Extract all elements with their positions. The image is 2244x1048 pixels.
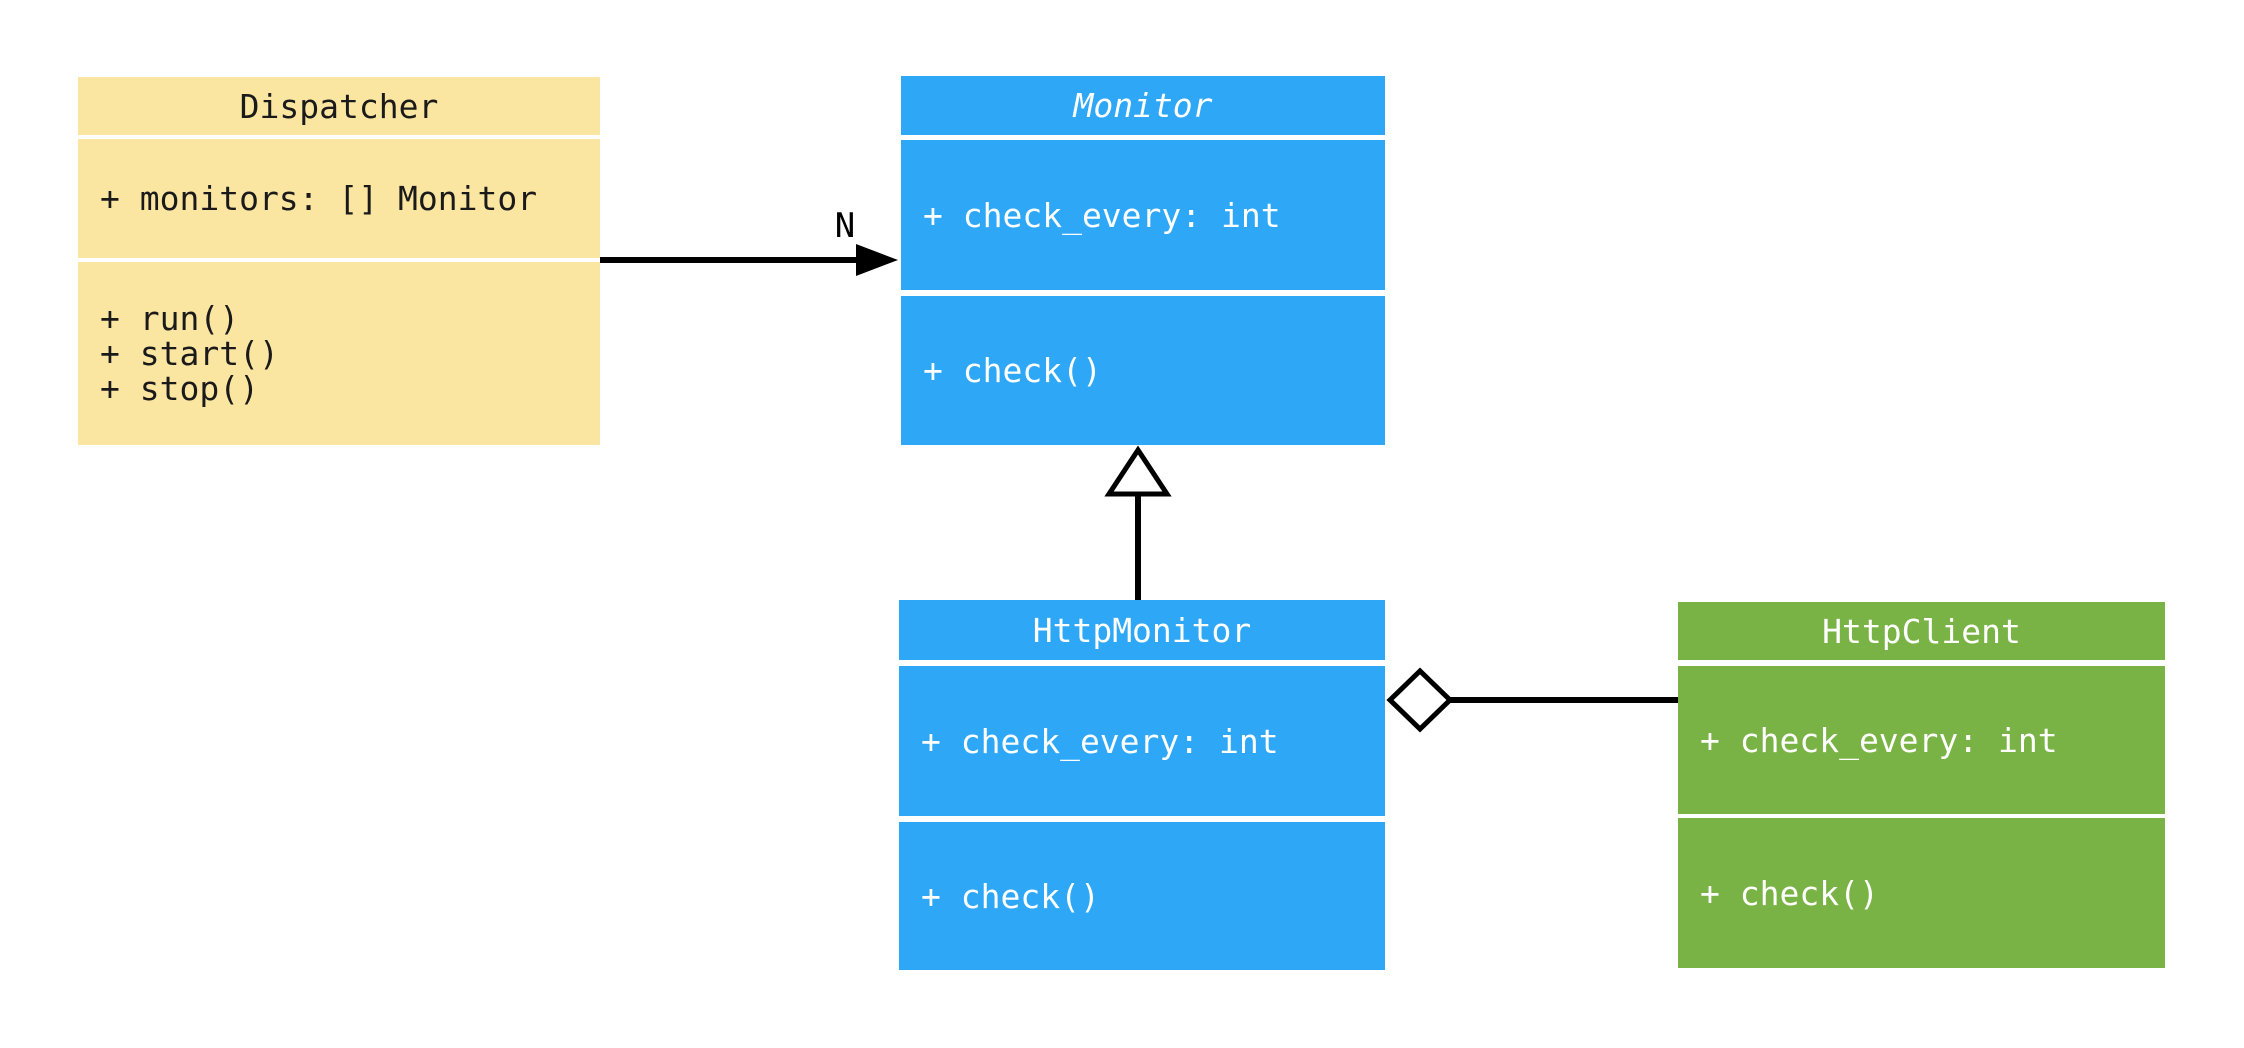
class-httpmonitor-attributes: + check_every: int bbox=[899, 666, 1385, 816]
class-dispatcher: Dispatcher + monitors: [] Monitor + run(… bbox=[78, 77, 600, 445]
class-httpclient: HttpClient + check_every: int + check() bbox=[1678, 602, 2165, 968]
aggregation-connector bbox=[1386, 667, 1678, 733]
attribute-line: + check_every: int bbox=[923, 195, 1281, 235]
method-line: + run() bbox=[100, 299, 240, 338]
inheritance-connector bbox=[1104, 445, 1172, 600]
attribute-line: + check_every: int bbox=[921, 721, 1279, 761]
association-connector bbox=[600, 244, 898, 276]
multiplicity-label: N bbox=[834, 206, 856, 246]
class-monitor-title: Monitor bbox=[901, 76, 1385, 135]
class-httpmonitor-title: HttpMonitor bbox=[899, 600, 1385, 660]
class-dispatcher-methods: + run() + start() + stop() bbox=[78, 262, 600, 445]
method-line: + check() bbox=[923, 351, 1102, 390]
attribute-line: + monitors: [] Monitor bbox=[100, 179, 538, 218]
method-line: + stop() bbox=[100, 369, 259, 408]
class-dispatcher-title: Dispatcher bbox=[78, 77, 600, 135]
class-dispatcher-attributes: + monitors: [] Monitor bbox=[78, 139, 600, 258]
method-line: + start() bbox=[100, 334, 279, 373]
class-monitor: Monitor + check_every: int + check() bbox=[901, 76, 1385, 445]
class-httpclient-methods: + check() bbox=[1678, 818, 2165, 968]
attribute-line: + check_every: int bbox=[1700, 720, 2058, 760]
method-line: + check() bbox=[921, 876, 1100, 916]
association-arrowhead bbox=[856, 244, 898, 276]
class-httpmonitor-methods: + check() bbox=[899, 822, 1385, 970]
class-httpmonitor: HttpMonitor + check_every: int + check() bbox=[899, 600, 1385, 970]
aggregation-diamond bbox=[1386, 667, 1454, 733]
class-monitor-attributes: + check_every: int bbox=[901, 140, 1385, 290]
inheritance-triangle bbox=[1104, 445, 1172, 497]
class-httpclient-title: HttpClient bbox=[1678, 602, 2165, 660]
method-line: + check() bbox=[1700, 873, 1879, 913]
class-monitor-methods: + check() bbox=[901, 296, 1385, 445]
class-httpclient-attributes: + check_every: int bbox=[1678, 666, 2165, 814]
